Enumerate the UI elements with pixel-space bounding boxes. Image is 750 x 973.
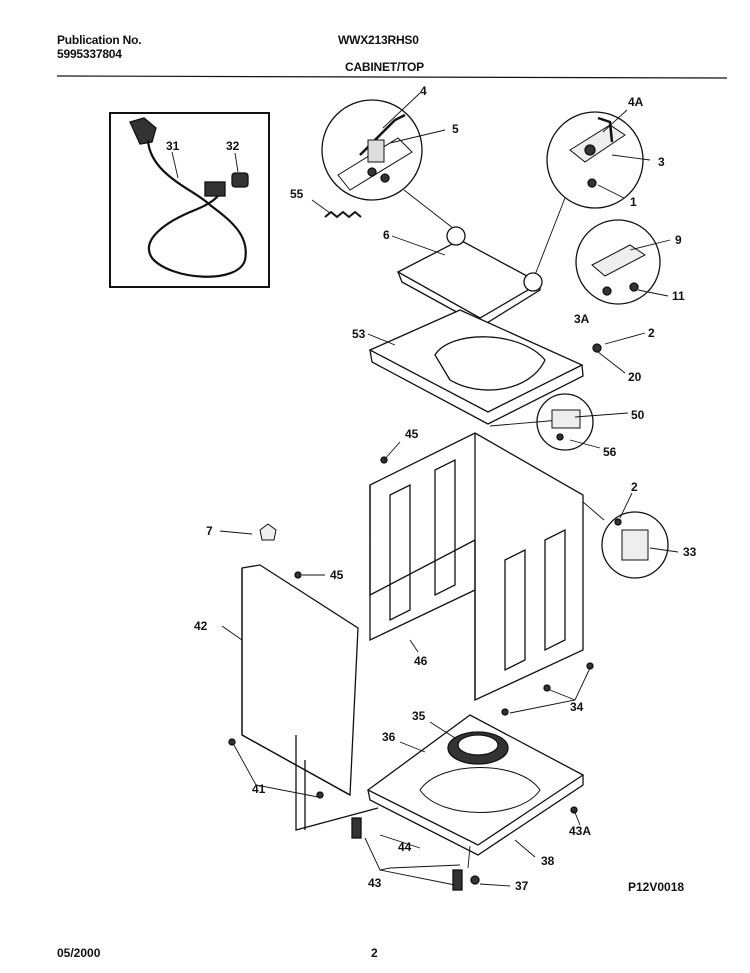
- part-label: 5: [452, 122, 459, 136]
- part-label: 6: [383, 228, 390, 242]
- part-label: 11: [672, 289, 685, 303]
- part-label: 37: [515, 879, 529, 893]
- part-label: 9: [675, 233, 682, 247]
- part-label: 43: [368, 876, 382, 890]
- part-label: 46: [414, 654, 428, 668]
- switch-callout: [536, 393, 629, 451]
- part-label: 34: [570, 700, 584, 714]
- cabinet-base: [366, 714, 585, 858]
- part-label: 35: [412, 709, 426, 723]
- bracket-callout: [582, 492, 679, 579]
- part-label: 33: [683, 545, 697, 559]
- part-label: 53: [352, 327, 366, 341]
- part-label: 45: [405, 427, 419, 441]
- lid: [391, 226, 543, 327]
- part-label: 41: [252, 782, 266, 796]
- part-label: 45: [330, 568, 344, 582]
- part-label: 38: [541, 854, 555, 868]
- part-label: 56: [603, 445, 617, 459]
- page-number: 2: [371, 946, 378, 960]
- section-title: CABINET/TOP: [345, 60, 424, 74]
- part-label: 7: [206, 524, 213, 538]
- part-label: 2: [648, 326, 655, 340]
- part-label: 42: [194, 619, 208, 633]
- part-label: 32: [226, 139, 240, 153]
- front-panel: [219, 523, 359, 799]
- model-number: WWX213RHS0: [338, 33, 419, 47]
- footer-date: 05/2000: [57, 946, 101, 960]
- part-label: 3A: [574, 312, 590, 326]
- part-label: 55: [290, 187, 304, 201]
- header-rule: [56, 75, 728, 79]
- part-label: 44: [398, 840, 412, 854]
- cabinet: [369, 432, 584, 702]
- part-label: 50: [631, 408, 645, 422]
- hinge-callout: [321, 92, 459, 233]
- part-label: 43A: [569, 824, 591, 838]
- part-label: 31: [166, 139, 180, 153]
- publication-label: Publication No.: [57, 33, 142, 47]
- part-label: 2: [631, 480, 638, 494]
- leveling-feet: [351, 817, 511, 891]
- power-cord-inset: [109, 112, 270, 288]
- top-panel: [367, 309, 584, 427]
- part-label: 4: [420, 84, 427, 98]
- part-label: 4A: [628, 95, 644, 109]
- part-labels: 4 5 4A 3 1 31 32 55 6 9 11 3A 53 2 20 50…: [166, 84, 697, 893]
- publication-number: 5995337804: [57, 47, 122, 61]
- part-label: 1: [630, 195, 637, 209]
- part-label: 3: [658, 155, 665, 169]
- diagram-code: P12V0018: [628, 880, 685, 894]
- lid-switch-callout: [532, 109, 651, 281]
- part-label: 20: [628, 370, 642, 384]
- hinge-bracket-callout: [575, 219, 671, 305]
- part-label: 36: [382, 730, 396, 744]
